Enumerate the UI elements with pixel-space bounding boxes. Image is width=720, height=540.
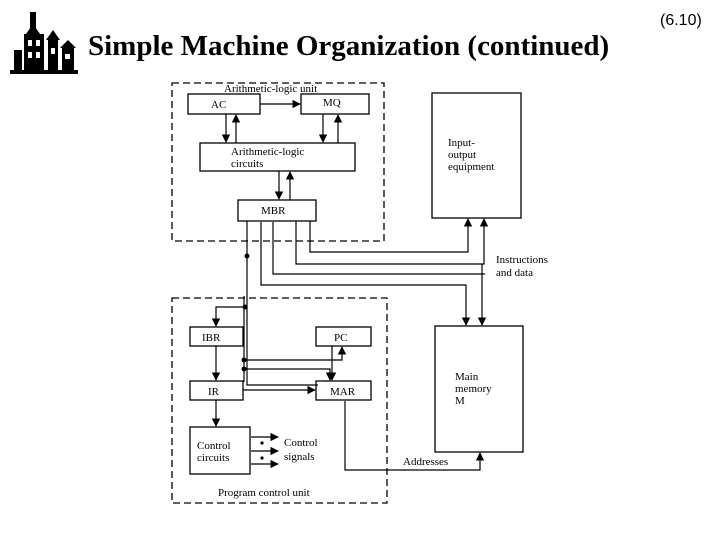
pc-label: PC bbox=[334, 332, 347, 344]
addresses-label: Addresses bbox=[403, 456, 448, 468]
alc-box bbox=[199, 142, 356, 172]
slide-number: (6.10) bbox=[660, 12, 702, 29]
mbr-label: MBR bbox=[261, 205, 286, 217]
slide-title: Simple Machine Organization (continued) bbox=[88, 30, 610, 62]
io-label-line3: equipment bbox=[448, 161, 494, 173]
instructions-label-line1: Instructions bbox=[496, 254, 548, 266]
mbr-box bbox=[237, 199, 317, 222]
mq-box bbox=[300, 93, 370, 115]
mq-label: MQ bbox=[323, 97, 341, 109]
control-circuits-label-line2: circuits bbox=[197, 452, 229, 464]
alu-unit-label: Arithmetic-logic unit bbox=[224, 83, 317, 95]
alc-label-line1: Arithmetic-logic bbox=[231, 146, 304, 158]
ir-label: IR bbox=[208, 386, 220, 398]
io-label-line1: Input- bbox=[448, 137, 475, 149]
alc-label-line2: circuits bbox=[231, 158, 263, 170]
control-circuits-label-line1: Control bbox=[197, 440, 231, 452]
mar-label: MAR bbox=[330, 386, 356, 398]
memory-label-line3: M bbox=[455, 395, 465, 407]
ac-label: AC bbox=[211, 99, 226, 111]
io-label-line2: output bbox=[448, 149, 476, 161]
ibr-label: IBR bbox=[202, 332, 221, 344]
main-memory-box bbox=[434, 325, 524, 453]
memory-label-line2: memory bbox=[455, 383, 492, 395]
university-building-logo bbox=[10, 12, 78, 74]
alu-unit-boundary bbox=[171, 82, 385, 242]
instructions-label-line2: and data bbox=[496, 267, 533, 279]
control-signals-label-line1: Control bbox=[284, 437, 318, 449]
pc-box bbox=[315, 326, 372, 347]
control-signals-label-line2: signals bbox=[284, 451, 315, 463]
control-circuits-box bbox=[189, 426, 251, 475]
program-control-unit-boundary bbox=[171, 297, 388, 504]
mar-box bbox=[315, 380, 372, 401]
memory-label-line1: Main bbox=[455, 371, 479, 383]
program-control-unit-label: Program control unit bbox=[218, 487, 310, 499]
io-box bbox=[431, 92, 522, 219]
